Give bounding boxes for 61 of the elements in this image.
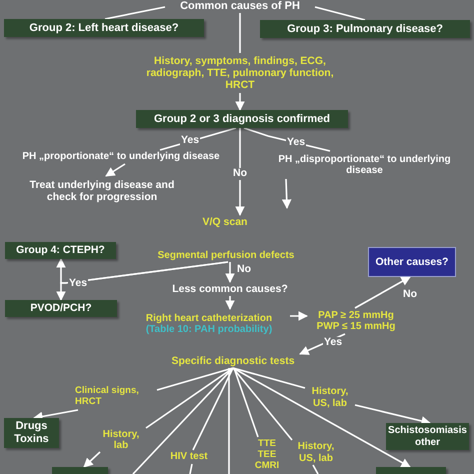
flow-text: Segmental perfusion defects <box>158 250 294 262</box>
arrow <box>232 367 411 468</box>
flow-text: V/Q scan <box>202 216 248 228</box>
box-label: Other causes? <box>376 256 448 268</box>
box-label: Group 3: Pulmonary disease? <box>287 22 443 36</box>
connector-line <box>232 368 293 440</box>
flow-text: Right heart catheterization <box>146 312 272 324</box>
flow-text: History, US, lab <box>310 386 350 409</box>
flow-text: TTE TEE CMRI <box>254 439 280 472</box>
connector-line <box>312 464 319 474</box>
process-box <box>260 20 470 38</box>
box-label: Group 4: CTEPH? <box>16 244 105 257</box>
box-label: Group 2: Left heart disease? <box>29 22 179 34</box>
connector-line <box>104 6 166 20</box>
connector-line <box>160 127 236 151</box>
process-box <box>4 418 59 448</box>
flow-text: Less common causes? <box>172 282 288 296</box>
arrow <box>235 128 245 216</box>
box-label: Drugs Toxins <box>13 420 50 446</box>
connector-line <box>192 368 234 450</box>
connector-line <box>239 13 241 53</box>
box-label: PVOD/PCH? <box>30 302 92 315</box>
arrow <box>235 93 245 111</box>
connector-line <box>314 6 366 21</box>
box-label: Group 2 or 3 diagnosis confirmed <box>154 112 330 126</box>
flow-text: Specific diagnostic tests <box>171 354 295 368</box>
connector-line <box>189 464 193 474</box>
flow-text: Treat underlying disease and check for progression <box>28 178 176 204</box>
arrow <box>83 451 101 468</box>
connector-line <box>232 367 306 389</box>
process-box <box>136 110 348 128</box>
connector-line <box>132 367 234 474</box>
process-box <box>5 300 117 317</box>
arrow <box>354 404 431 426</box>
edge-label: Yes <box>286 137 306 149</box>
arrow <box>105 163 126 177</box>
process-box <box>4 19 204 37</box>
connector-line <box>146 367 234 429</box>
flow-text: Common causes of PH <box>180 0 300 13</box>
arrow <box>225 296 235 310</box>
flow-text: PAP ≥ 25 mmHg PWP ≤ 15 mmHg <box>316 310 396 332</box>
edge-label: No <box>232 168 248 180</box>
flow-text: History, lab <box>102 428 140 452</box>
process-box <box>5 242 116 259</box>
arrow <box>225 262 235 283</box>
flow-text: History, US, lab <box>296 441 336 464</box>
note-text: (Table 10: PAH probability) <box>146 324 272 336</box>
flow-text: HIV test <box>170 451 208 463</box>
arrow <box>354 276 411 309</box>
box-label: Schistosomiasis other <box>387 425 468 448</box>
arrow <box>56 261 228 301</box>
edge-label: Yes <box>180 135 200 147</box>
flow-text: PH „disproportionate“ to underlying disease <box>277 154 452 176</box>
flow-text: PH „proportionate“ to underlying disease <box>22 151 220 163</box>
arrow <box>282 178 292 209</box>
flow-text: History, symptoms, findings, ECG, radiograph, TTE, pulmonary function, HRCT <box>145 54 335 92</box>
arrow <box>290 311 308 321</box>
connector-line <box>228 368 230 474</box>
connector-line <box>156 367 234 391</box>
flow-text: Clinical signs, HRCT <box>75 386 140 408</box>
process-box <box>368 247 456 277</box>
